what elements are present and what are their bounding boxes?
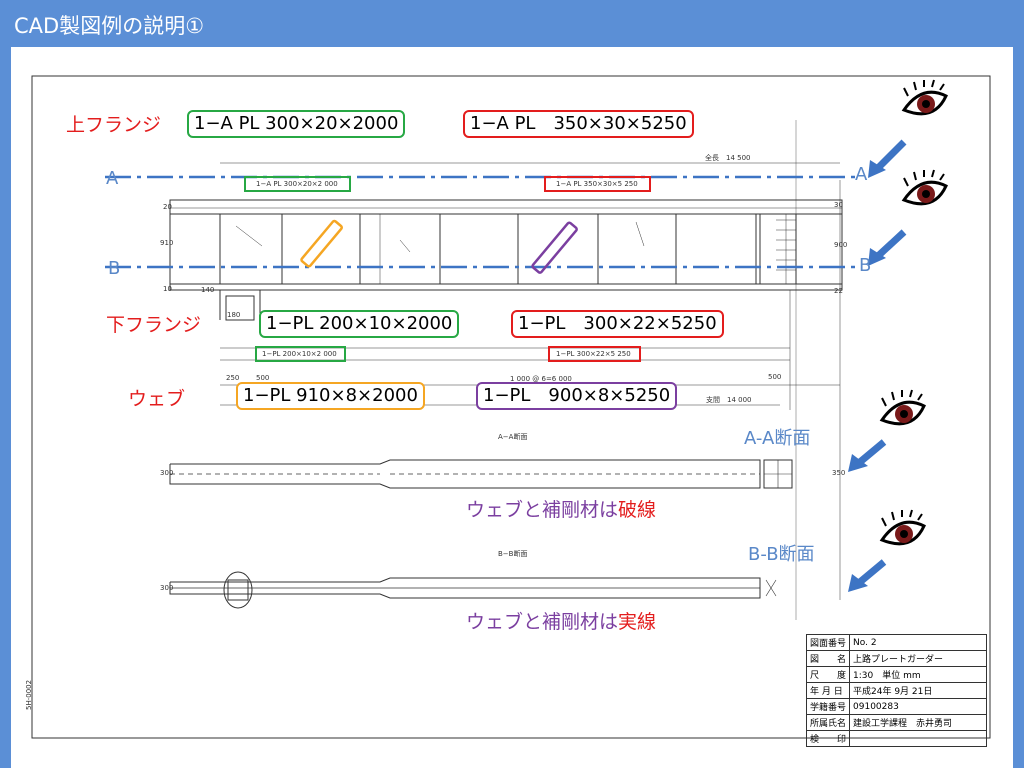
title-block-value <box>849 730 988 747</box>
title-block-key: 年 月 日 <box>805 682 851 699</box>
dim-300-aa: 300 <box>160 469 174 477</box>
title-block-value: 建設工学課程 赤井勇司 <box>849 714 988 731</box>
dim-910: 910 <box>160 239 174 247</box>
arrow-icon-section-bb <box>848 559 887 592</box>
upper-flange-box-right: 1−A PL 350×30×5250 <box>463 110 694 138</box>
dim-250: 250 <box>226 374 240 382</box>
dim-22: 22 <box>834 287 843 295</box>
aa-note-suffix: 破線 <box>618 499 657 521</box>
aa-note: ウェブと補剛材は破線 <box>466 501 656 520</box>
title-block-value: 09100283 <box>849 698 988 715</box>
dim-10: 10 <box>163 285 172 293</box>
sheet-border <box>31 75 991 739</box>
section-view-bb <box>169 571 777 609</box>
upper-flange-box-left: 1−A PL 300×20×2000 <box>187 110 406 138</box>
aa-section-label: A-A断面 <box>744 428 811 449</box>
web-box-right: 1−PL 900×8×5250 <box>476 382 678 410</box>
elevation-view <box>169 120 843 620</box>
small-box-upper-left <box>244 176 351 192</box>
eye-icon-upper-b <box>901 169 948 206</box>
small-upper-left-text: 1−A PL 300×20×2 000 <box>256 180 338 188</box>
section-mark-b-left: B <box>108 258 121 279</box>
bb-note-prefix: ウェブと補剛材は <box>466 611 619 633</box>
lower-flange-box-left: 1−PL 200×10×2000 <box>259 310 460 338</box>
dim-500-right: 500 <box>768 373 782 381</box>
side-code: 5H-0002 <box>25 679 33 710</box>
bb-section-title: B−B断面 <box>498 550 528 558</box>
arrow-icon-upper-b <box>868 229 907 266</box>
lower-flange-label: 下フランジ <box>106 314 202 336</box>
small-lower-left-text: 1−PL 200×10×2 000 <box>262 350 337 358</box>
arrow-icon-section-aa <box>848 439 887 472</box>
small-box-lower-left <box>255 346 346 362</box>
bb-note-suffix: 実線 <box>618 611 657 633</box>
bb-section-label: B-B断面 <box>748 544 815 565</box>
title-block-key: 学籍番号 <box>805 698 851 715</box>
total-length-dim: 全長 14 500 <box>705 154 751 162</box>
eye-icon-section-aa <box>879 389 926 426</box>
eye-icon-section-bb <box>879 509 926 546</box>
dim-500-left: 500 <box>256 374 270 382</box>
dim-30: 30 <box>834 201 843 209</box>
dim-140: 140 <box>201 286 215 294</box>
small-lower-right-text: 1−PL 300×22×5 250 <box>556 350 631 358</box>
dim-180: 180 <box>227 311 241 319</box>
small-box-lower-right <box>548 346 641 362</box>
span-dim: 支間 14 000 <box>706 396 752 404</box>
aa-section-title: A−A断面 <box>498 433 528 441</box>
dim-300-bb: 300 <box>160 584 174 592</box>
bb-note: ウェブと補剛材は実線 <box>466 613 656 632</box>
upper-flange-label: 上フランジ <box>66 114 162 136</box>
eye-icon-upper-a <box>901 79 948 116</box>
lower-flange-box-right: 1−PL 300×22×5250 <box>511 310 724 338</box>
slide-title: CAD製図例の説明① <box>14 14 205 38</box>
dim-350-aa: 350 <box>832 469 846 477</box>
title-block-row: 所属氏名建設工学課程 赤井勇司 <box>805 714 988 731</box>
title-block-value: 平成24年 9月 21日 <box>849 682 988 699</box>
section-mark-b-right: B <box>859 255 872 276</box>
title-block-key: 図 名 <box>805 650 851 667</box>
dim-20: 20 <box>163 203 172 211</box>
title-block-row: 図 名上路プレートガーダー <box>805 650 988 667</box>
title-block-key: 所属氏名 <box>805 714 851 731</box>
title-block-row: 年 月 日平成24年 9月 21日 <box>805 682 988 699</box>
web-stiffener-box-left <box>300 219 343 268</box>
title-block-key: 尺 度 <box>805 666 851 683</box>
title-block-value: No. 2 <box>849 634 988 651</box>
small-upper-right-text: 1−A PL 350×30×5 250 <box>556 180 638 188</box>
web-label: ウェブ <box>128 388 186 410</box>
section-mark-a-left: A <box>106 168 119 189</box>
title-block-value: 上路プレートガーダー <box>849 650 988 667</box>
title-block-key: 図面番号 <box>805 634 851 651</box>
dim-900: 900 <box>834 241 848 249</box>
web-box-left: 1−PL 910×8×2000 <box>236 382 425 410</box>
web-stiffener-box-right <box>531 221 578 274</box>
aa-note-prefix: ウェブと補剛材は <box>466 499 619 521</box>
small-box-upper-right <box>544 176 651 192</box>
section-mark-a-right: A <box>855 164 868 185</box>
dim-spacing: 1 000 @ 6=6 000 <box>510 375 572 383</box>
arrow-icon-upper-a <box>868 139 907 178</box>
title-block-key: 検 印 <box>805 730 851 747</box>
section-view-aa <box>169 459 793 489</box>
title-block-row: 検 印 <box>805 730 988 747</box>
title-block-value: 1:30 単位 mm <box>849 666 988 683</box>
